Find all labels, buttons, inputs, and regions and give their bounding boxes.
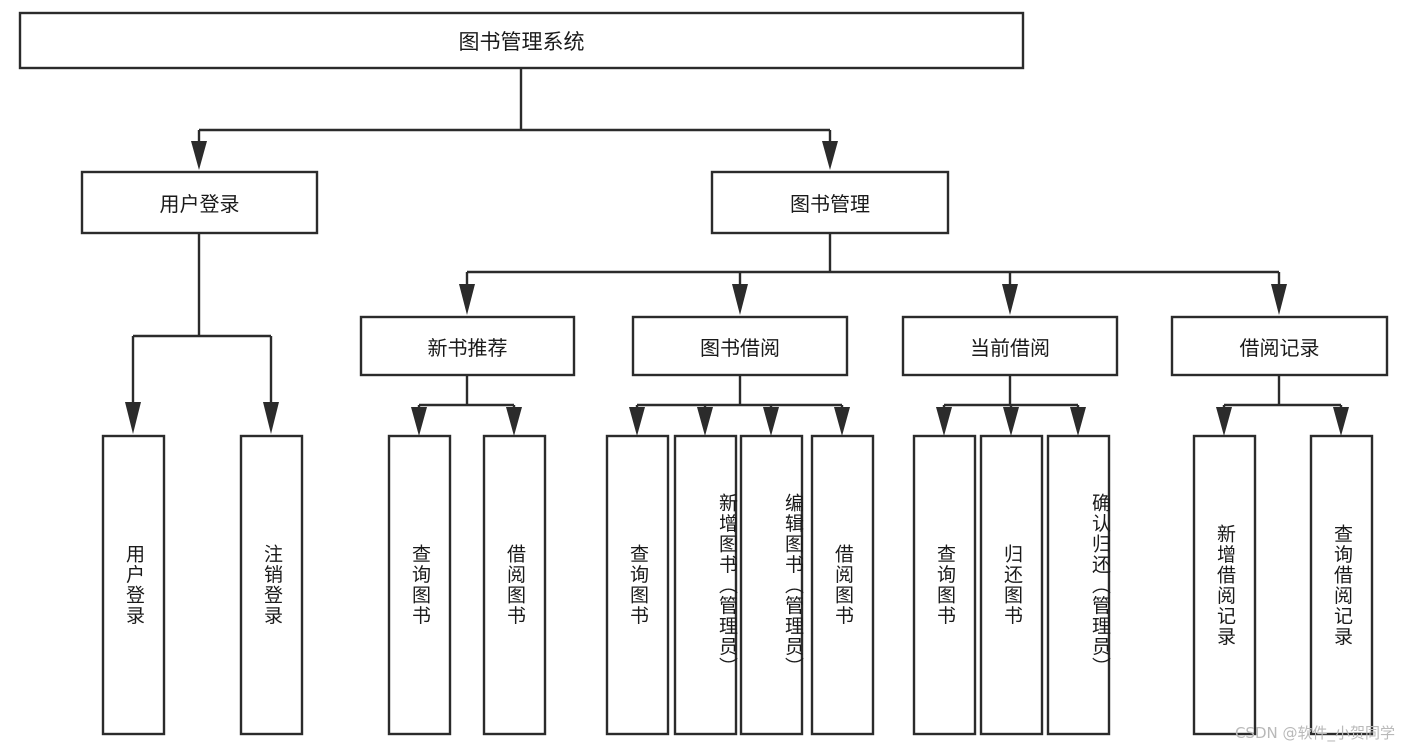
node-leaf-query-book-3[interactable] [912, 434, 977, 736]
node-current-borrow[interactable] [901, 315, 1119, 377]
node-root[interactable] [18, 11, 1025, 70]
arrow-head-leaf-query-book-3 [936, 407, 952, 436]
node-leaf-confirm-return[interactable] [1046, 434, 1111, 736]
arrow-head-book-borrow [732, 284, 748, 315]
node-leaf-add-record[interactable] [1192, 434, 1257, 736]
node-leaf-logout[interactable] [239, 434, 304, 736]
node-leaf-borrow-book-2[interactable] [810, 434, 875, 736]
node-leaf-edit-book[interactable] [739, 434, 804, 736]
node-new-book-recommend[interactable] [359, 315, 576, 377]
connectors-group [125, 68, 1349, 436]
node-leaf-query-book-2[interactable] [605, 434, 670, 736]
arrow-head-leaf-logout [263, 402, 279, 434]
arrow-head-leaf-query-record [1333, 407, 1349, 436]
node-leaf-return-book[interactable] [979, 434, 1044, 736]
arrow-head-user-login [191, 141, 207, 170]
arrow-head-borrow-record [1271, 284, 1287, 315]
arrow-head-leaf-borrow-book-2 [834, 407, 850, 436]
node-borrow-record[interactable] [1170, 315, 1389, 377]
arrow-head-leaf-add-record [1216, 407, 1232, 436]
arrow-head-leaf-add-book [697, 407, 713, 436]
arrow-head-leaf-query-book-1 [411, 407, 427, 436]
node-book-manage[interactable] [710, 170, 950, 235]
arrow-head-current-borrow [1002, 284, 1018, 315]
arrow-head-leaf-user-login [125, 402, 141, 434]
arrow-head-leaf-borrow-book-1 [506, 407, 522, 436]
arrow-head-leaf-confirm-return [1070, 407, 1086, 436]
node-leaf-add-book[interactable] [673, 434, 738, 736]
arrow-head-leaf-edit-book [763, 407, 779, 436]
arrow-head-book-manage [822, 141, 838, 170]
nodes-group [18, 11, 1389, 736]
watermark-csdn: CSDN @软件_小贺同学 [1234, 724, 1395, 742]
node-user-login[interactable] [80, 170, 319, 235]
node-leaf-borrow-book-1[interactable] [482, 434, 547, 736]
node-leaf-user-login[interactable] [101, 434, 166, 736]
node-leaf-query-record[interactable] [1309, 434, 1374, 736]
arrow-head-new-book-recommend [459, 284, 475, 315]
arrow-head-leaf-return-book [1003, 407, 1019, 436]
node-book-borrow[interactable] [631, 315, 849, 377]
arrow-head-leaf-query-book-2 [629, 407, 645, 436]
node-leaf-query-book-1[interactable] [387, 434, 452, 736]
